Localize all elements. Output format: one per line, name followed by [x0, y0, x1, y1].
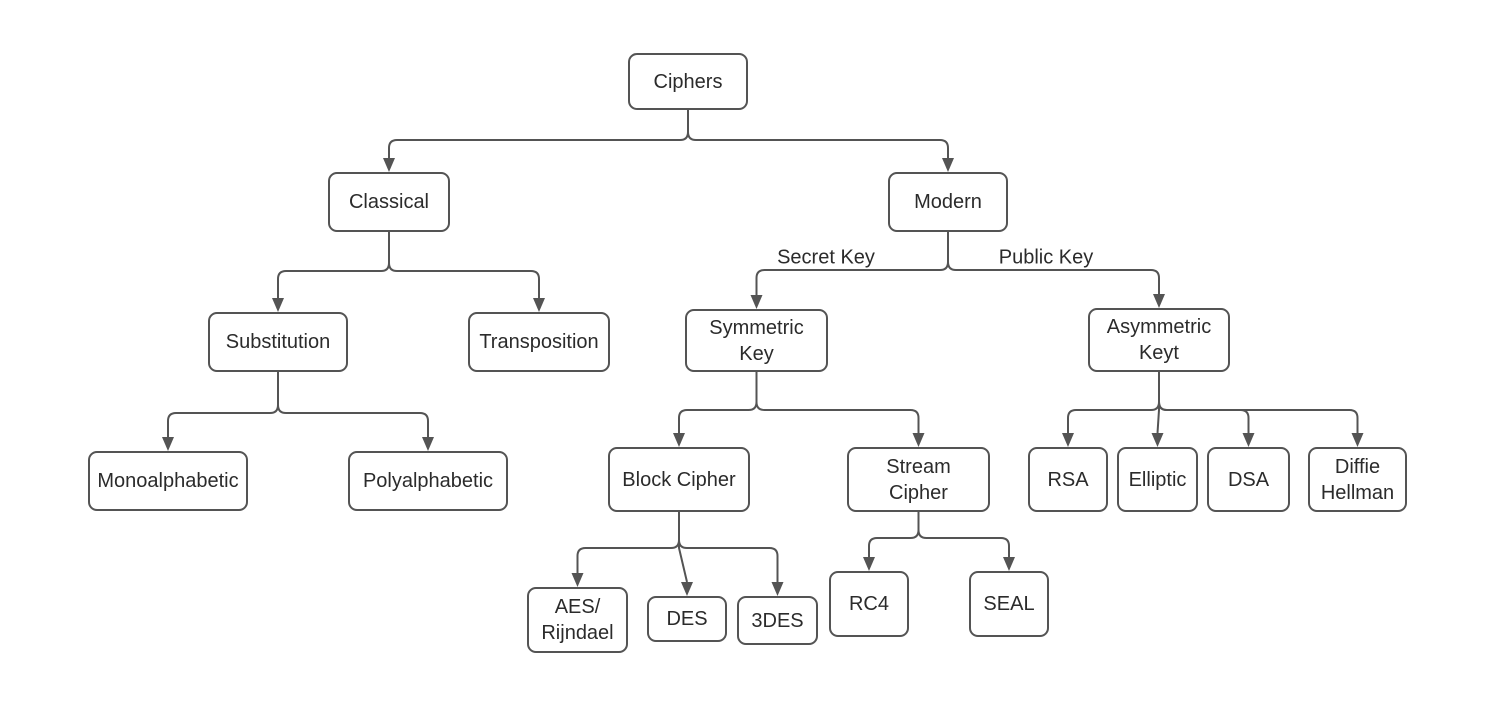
- node-label-rsa: RSA: [1047, 468, 1089, 491]
- node-label-dsa: DSA: [1227, 468, 1270, 491]
- node-3des: 3DES: [737, 596, 818, 645]
- edge-classical-to-transposition: [388, 232, 540, 298]
- node-label-polyalphabetic: Polyalphabetic: [362, 470, 494, 492]
- edge-ciphers-to-classical: [388, 110, 689, 158]
- node-label-seal: SEAL: [983, 593, 1035, 615]
- node-label-elliptic: Elliptic: [1128, 468, 1187, 491]
- node-label-classical: Classical: [348, 191, 430, 213]
- node-label-transposition: Transposition: [479, 331, 599, 353]
- node-aes-rijndael: AES/ Rijndael: [527, 587, 628, 653]
- node-label-3des: 3DES: [751, 609, 804, 632]
- edge-asymmetric-keyt-to-rsa: [1067, 372, 1160, 433]
- node-monoalphabetic: Monoalphabetic: [88, 451, 248, 511]
- edge-stream-cipher-to-seal: [917, 512, 1010, 557]
- node-rsa: RSA: [1028, 447, 1108, 512]
- edge-symmetric-key-to-block-cipher: [678, 372, 758, 433]
- edge-substitution-to-monoalphabetic: [167, 372, 279, 437]
- edge-classical-to-substitution: [277, 232, 390, 298]
- node-label-symmetric-key: Symmetric Key: [709, 316, 804, 365]
- node-label-rc4: RC4: [848, 593, 889, 615]
- edge-symmetric-key-to-stream-cipher: [755, 372, 920, 433]
- edge-asymmetric-keyt-to-dsa: [1158, 372, 1250, 433]
- edge-block-cipher-to-aes-rijndael: [576, 512, 680, 573]
- node-label-modern: Modern: [914, 191, 982, 213]
- node-substitution: Substitution: [208, 312, 348, 372]
- arrowhead-icon: [1153, 294, 1165, 308]
- node-des: DES: [647, 596, 727, 642]
- node-dsa: DSA: [1207, 447, 1290, 512]
- node-rc4: RC4: [829, 571, 909, 637]
- node-label-monoalphabetic: Monoalphabetic: [97, 470, 239, 492]
- node-elliptic: Elliptic: [1117, 447, 1198, 512]
- arrowhead-icon: [162, 437, 174, 451]
- node-diffie-hellman: Diffie Hellman: [1308, 447, 1407, 512]
- node-label-substitution: Substitution: [225, 331, 331, 353]
- node-label-diffie-hellman: Diffie Hellman: [1320, 455, 1395, 504]
- arrowhead-icon: [1003, 557, 1015, 571]
- edge-asymmetric-keyt-to-diffie-hellman: [1158, 372, 1359, 433]
- edge-modern-to-asymmetric-keyt: [947, 232, 1160, 294]
- node-asymmetric-keyt: Asymmetric Keyt: [1088, 308, 1230, 372]
- arrowhead-icon: [1062, 433, 1074, 447]
- node-seal: SEAL: [969, 571, 1049, 637]
- node-label-ciphers: Ciphers: [653, 70, 723, 93]
- node-block-cipher: Block Cipher: [608, 447, 750, 512]
- node-classical: Classical: [328, 172, 450, 232]
- node-label-asymmetric-keyt: Asymmetric Keyt: [1106, 316, 1212, 364]
- arrowhead-icon: [1351, 433, 1364, 447]
- arrowhead-icon: [912, 433, 925, 447]
- arrowhead-icon: [272, 298, 284, 312]
- edge-ciphers-to-modern: [687, 110, 949, 158]
- arrowhead-icon: [681, 582, 693, 596]
- node-label-des: DES: [666, 608, 708, 630]
- node-transposition: Transposition: [468, 312, 610, 372]
- node-label-block-cipher: Block Cipher: [622, 468, 736, 491]
- edge-label-secret-key: Secret Key: [777, 246, 875, 269]
- edge-substitution-to-polyalphabetic: [277, 372, 429, 437]
- node-label-aes-rijndael: AES/ Rijndael: [541, 596, 614, 644]
- arrowhead-icon: [571, 573, 584, 587]
- arrowhead-icon: [750, 295, 763, 309]
- arrowhead-icon: [673, 433, 685, 447]
- node-stream-cipher: Stream Cipher: [847, 447, 990, 512]
- edge-block-cipher-to-3des: [678, 512, 779, 582]
- node-modern: Modern: [888, 172, 1008, 232]
- edge-label-public-key: Public Key: [998, 246, 1094, 269]
- arrowhead-icon: [1151, 433, 1164, 447]
- arrowhead-icon: [422, 437, 434, 451]
- arrowhead-icon: [942, 158, 954, 172]
- arrowhead-icon: [383, 158, 395, 172]
- node-polyalphabetic: Polyalphabetic: [348, 451, 508, 511]
- node-label-stream-cipher: Stream Cipher: [886, 455, 951, 504]
- node-symmetric-key: Symmetric Key: [685, 309, 828, 372]
- arrowhead-icon: [863, 557, 875, 571]
- arrowhead-icon: [771, 582, 784, 596]
- arrowhead-icon: [1242, 433, 1255, 447]
- arrowhead-icon: [533, 298, 545, 312]
- node-ciphers: Ciphers: [628, 53, 748, 110]
- edge-stream-cipher-to-rc4: [868, 512, 920, 557]
